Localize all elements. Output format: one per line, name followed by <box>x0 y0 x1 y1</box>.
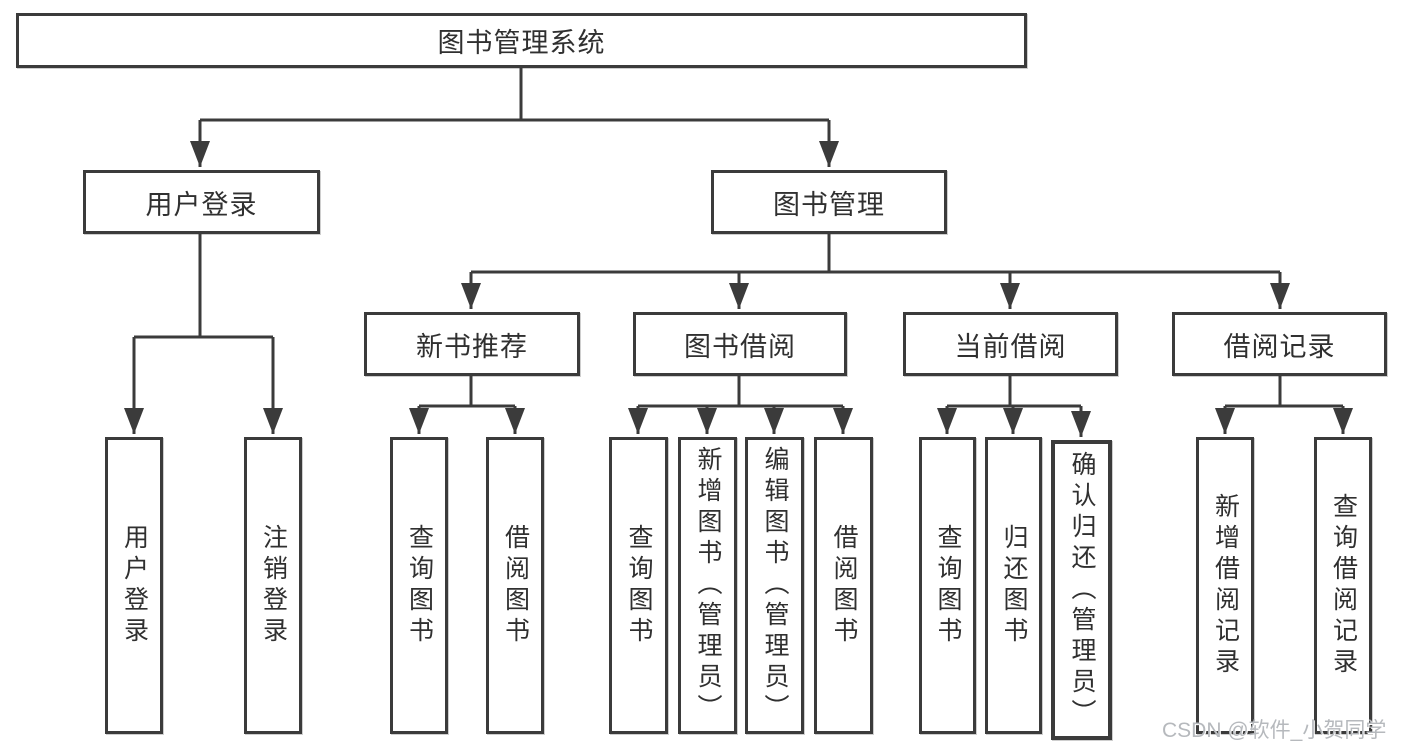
node-library-system: 图书管理系统 <box>16 13 1027 68</box>
node-logout-label: 注销登录 <box>259 523 288 648</box>
node-bb-borrow-books: 借阅图书 <box>814 437 873 734</box>
node-cb-confirm-return-admin: 确认归还（管理员） <box>1051 440 1112 740</box>
node-nb-query-books: 查询图书 <box>390 437 448 734</box>
connector-trunks <box>134 68 1343 408</box>
node-cb-query-books-label: 查询图书 <box>934 523 962 648</box>
node-new-book-recommend: 新书推荐 <box>364 312 580 376</box>
node-nb-query-books-label: 查询图书 <box>405 523 434 648</box>
node-cb-confirm-return-admin-label: 确认归还（管理员） <box>1068 450 1096 730</box>
node-cb-return-books-label: 归还图书 <box>1000 523 1028 648</box>
node-user-login-leaf-label: 用户登录 <box>120 523 149 648</box>
node-book-management: 图书管理 <box>711 170 947 234</box>
node-bb-borrow-books-label: 借阅图书 <box>830 523 858 648</box>
node-br-query-record-label: 查询借阅记录 <box>1329 492 1358 679</box>
node-bb-edit-book-admin-label: 编辑图书（管理员） <box>761 446 789 725</box>
node-book-borrow-label: 图书借阅 <box>684 331 796 362</box>
node-borrow-records: 借阅记录 <box>1172 312 1387 376</box>
node-bb-query-books: 查询图书 <box>609 437 668 734</box>
node-library-system-label: 图书管理系统 <box>437 28 606 58</box>
node-new-book-recommend-label: 新书推荐 <box>416 331 528 362</box>
node-logout: 注销登录 <box>244 437 302 734</box>
node-bb-edit-book-admin: 编辑图书（管理员） <box>745 437 804 734</box>
node-bb-query-books-label: 查询图书 <box>625 523 653 648</box>
node-br-add-record: 新增借阅记录 <box>1196 437 1254 734</box>
node-borrow-records-label: 借阅记录 <box>1223 331 1336 362</box>
node-br-add-record-label: 新增借阅记录 <box>1211 492 1240 679</box>
node-nb-borrow-books: 借阅图书 <box>486 437 544 734</box>
csdn-watermark: CSDN @软件_小贺同学 <box>1162 719 1387 742</box>
node-cb-query-books: 查询图书 <box>919 437 976 734</box>
node-bb-add-book-admin-label: 新增图书（管理员） <box>694 446 722 725</box>
node-current-borrow: 当前借阅 <box>903 312 1118 376</box>
node-user-login-leaf: 用户登录 <box>105 437 163 734</box>
node-bb-add-book-admin: 新增图书（管理员） <box>678 437 737 734</box>
node-nb-borrow-books-label: 借阅图书 <box>501 523 530 648</box>
node-br-query-record: 查询借阅记录 <box>1314 437 1372 734</box>
node-user-login: 用户登录 <box>83 170 320 234</box>
node-book-management-label: 图书管理 <box>773 189 885 220</box>
node-book-borrow: 图书借阅 <box>633 312 847 376</box>
node-current-borrow-label: 当前借阅 <box>954 331 1067 362</box>
node-cb-return-books: 归还图书 <box>985 437 1042 734</box>
node-user-login-label: 用户登录 <box>145 189 258 220</box>
